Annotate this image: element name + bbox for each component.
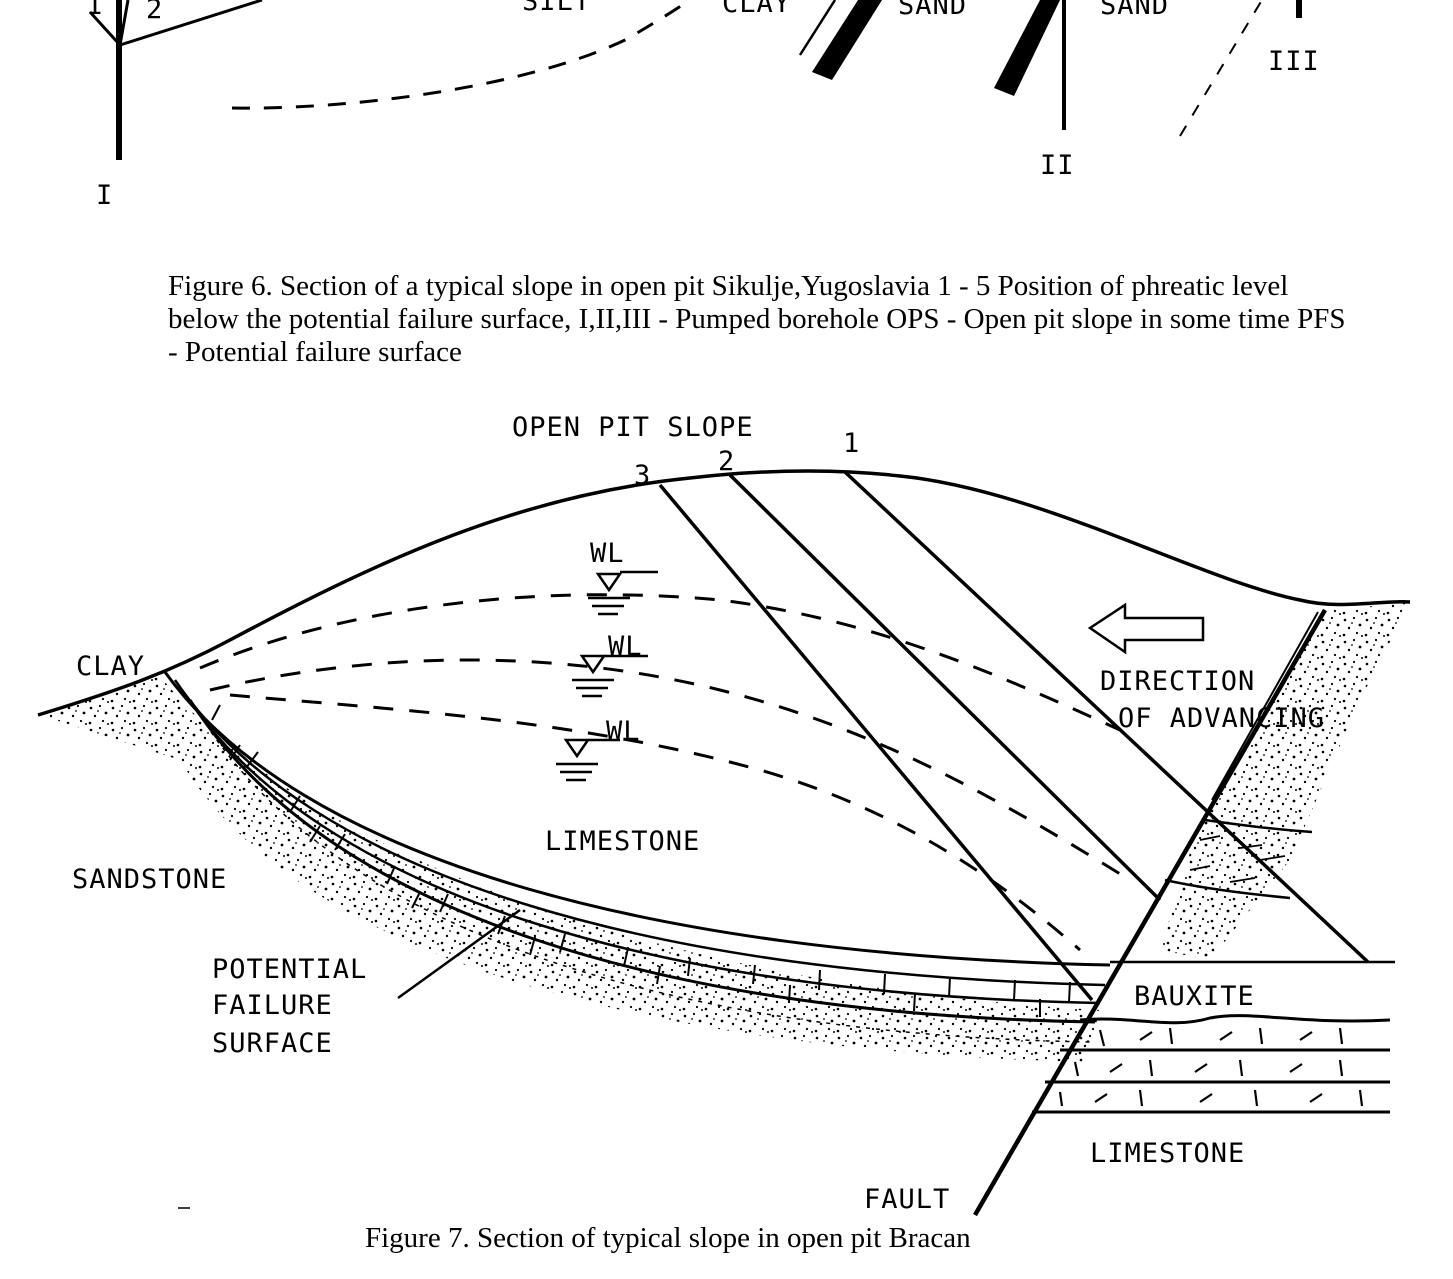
clay-label: CLAY [76,651,145,682]
direction-label-line1: DIRECTION [1100,666,1255,697]
figure6-diagram: 1 2 SILT CLAY SAND SAND III II I [86,0,1320,211]
sandstone-label: SANDSTONE [72,864,227,895]
bauxite-label: BAUXITE [1134,981,1255,1012]
fault-line [973,608,1327,1217]
dotted-line [1179,0,1263,137]
stratum-band-1 [812,0,882,80]
open-pit-slope-label: OPEN PIT SLOPE [512,412,754,443]
wl1-label: WL [590,538,625,569]
borehole-2-label: II [1040,150,1075,181]
pfs-label-line3: SURFACE [212,1028,333,1059]
slope-pos2-label: 2 [718,446,735,477]
limestone-layer [163,671,1111,1043]
stratum-band-2 [994,0,1060,96]
sand-label-a: SAND [898,0,967,21]
limestone-bed-marks [1058,1027,1364,1107]
pfs-label-line1: POTENTIAL [212,954,367,985]
slope-pos3-label: 3 [634,460,651,491]
figure6-caption: Figure 6. Section of a typical slope in … [168,270,1346,368]
wl2-label: WL [608,631,643,662]
fault-label: FAULT [864,1184,950,1215]
borehole-3-label: III [1268,46,1320,77]
lower-limestone-beds [1032,1014,1391,1114]
fig6-clay-label: CLAY [722,0,791,19]
water-level-markers [556,570,658,782]
silt-label: SILT [522,0,591,17]
borehole-1-label: I [96,180,113,211]
figure7-diagram: OPEN PIT SLOPE 1 2 3 WL WL WL CLAY SANDS… [37,412,1411,1217]
pfs-label-line2: FAILURE [212,990,333,1021]
slope-lines [88,0,263,47]
sandstone-fill [40,676,1100,1062]
figure7-caption: Figure 7. Section of typical slope in op… [365,1222,971,1254]
wl3-label: WL [606,716,641,747]
bauxite-wavy-marks [1189,835,1286,883]
fig6-pos2-label: 2 [146,0,163,25]
fault-zone-stipple [1160,603,1410,960]
phreatic-curves [199,593,1131,952]
sand-label-b: SAND [1100,0,1169,21]
ground-surface [37,469,1411,717]
limestone-lower-label: LIMESTONE [1090,1138,1245,1169]
fig6-pos1-label: 1 [86,0,103,21]
right-strata [1110,818,1395,964]
pfs-leader-line [397,908,521,1000]
limestone-upper-label: LIMESTONE [545,826,700,857]
slope-position-lines [658,470,1370,1002]
slope-pos1-label: 1 [843,428,860,459]
phreatic-level-line [231,0,691,110]
direction-label-line2: OF ADVANCING [1118,703,1325,734]
direction-arrow-icon [1087,602,1205,655]
